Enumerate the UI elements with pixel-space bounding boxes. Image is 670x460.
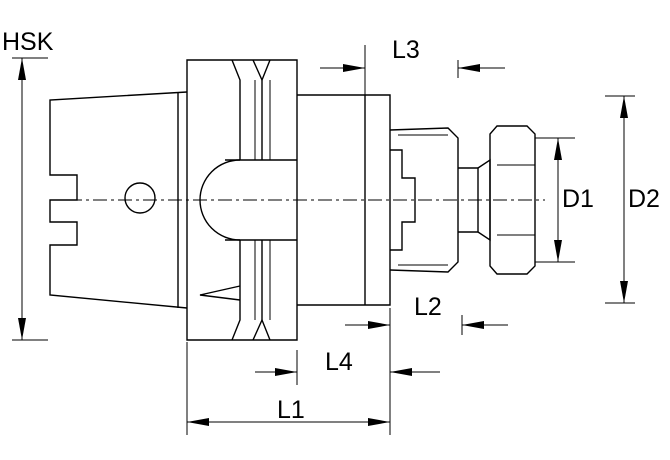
l4-dimension: L4 (255, 348, 440, 385)
hsk-label: HSK (2, 28, 54, 56)
d1-label: D1 (562, 185, 594, 213)
l4-label: L4 (325, 348, 353, 376)
d2-dimension: D2 (605, 95, 660, 304)
body (297, 94, 459, 306)
hsk-dimension: HSK (2, 28, 54, 341)
d2-label: D2 (628, 185, 660, 213)
l2-label: L2 (414, 293, 442, 321)
l1-label: L1 (277, 396, 305, 424)
flange (186, 59, 298, 341)
d1-dimension: D1 (535, 137, 594, 263)
l3-label: L3 (392, 36, 420, 64)
l2-dimension: L2 (345, 293, 508, 335)
l1-dimension: L1 (186, 308, 391, 435)
drive-hole (124, 182, 156, 214)
l3-dimension: L3 (320, 36, 505, 95)
